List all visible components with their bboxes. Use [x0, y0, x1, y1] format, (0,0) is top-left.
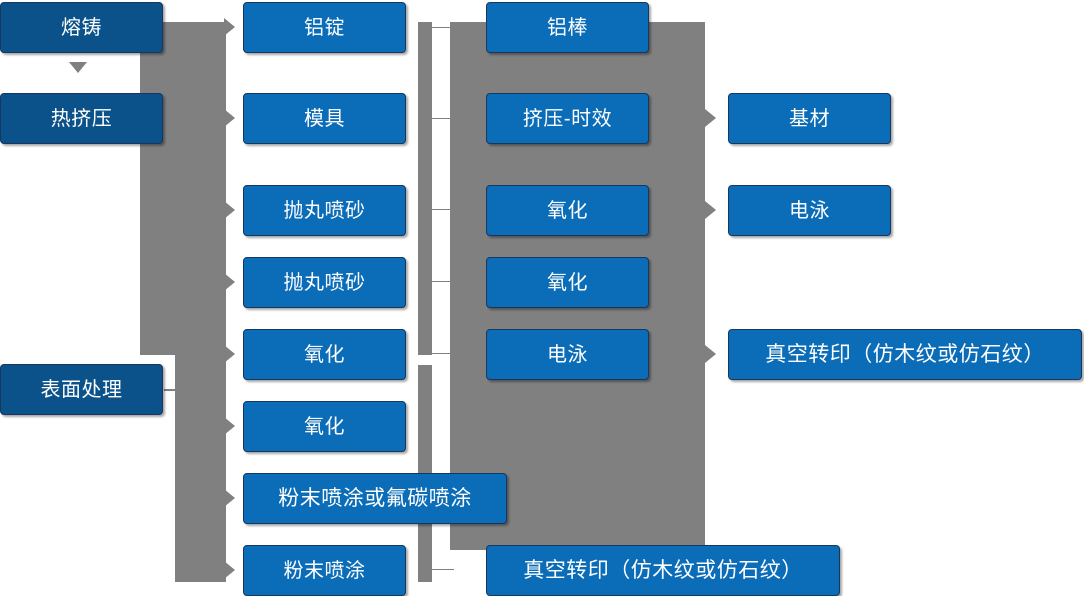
input-box-oxidation-1[interactable]: 氧化: [243, 329, 406, 380]
input-box-oxidation-2[interactable]: 氧化: [243, 401, 406, 452]
output-box-vacuum-transfer-print[interactable]: 真空转印（仿木纹或仿石纹）: [728, 329, 1082, 380]
stage-box-hot-extrusion[interactable]: 热挤压: [0, 93, 163, 144]
input-box-powder-coating[interactable]: 粉末喷涂: [243, 545, 406, 596]
arrow-to-oxidation-input-1: [224, 345, 235, 363]
tick-bar-5: [432, 353, 454, 354]
output-box-base-material[interactable]: 基材: [728, 93, 891, 144]
stage-box-surface-treatment[interactable]: 表面处理: [0, 364, 163, 415]
input-label-oxidation-1: 氧化: [304, 343, 345, 366]
input-label-aluminium-ingot: 铝锭: [304, 16, 345, 39]
process-label-vacuum-transfer-print: 真空转印（仿木纹或仿石纹）: [523, 558, 803, 582]
connector-stage-trunk-upper: [140, 22, 226, 355]
output-label-electrophoresis: 电泳: [789, 199, 830, 222]
arrow-to-base-material: [705, 109, 716, 127]
tick-bar-1: [432, 27, 454, 28]
stage-label-surface-treatment: 表面处理: [40, 378, 123, 401]
input-box-mould[interactable]: 模具: [243, 93, 406, 144]
process-box-electrophoresis[interactable]: 电泳: [486, 329, 649, 380]
process-box-aluminium-bar[interactable]: 铝棒: [486, 2, 649, 53]
stage-label-melting-casting: 熔铸: [61, 16, 102, 39]
arrow-to-output-vacuum-transfer: [705, 345, 716, 363]
connector-input-bar-upper: [418, 22, 432, 355]
output-label-vacuum-transfer-print: 真空转印（仿木纹或仿石纹）: [765, 342, 1045, 366]
tick-bar-2: [432, 118, 454, 119]
process-box-oxidation-1[interactable]: 氧化: [486, 185, 649, 236]
stage-label-hot-extrusion: 热挤压: [50, 107, 113, 130]
input-label-powder-or-fluorocarbon-coating: 粉末喷涂或氟碳喷涂: [278, 486, 472, 510]
input-label-shot-blasting-1: 抛丸喷砂: [283, 199, 366, 222]
process-box-vacuum-transfer-print[interactable]: 真空转印（仿木纹或仿石纹）: [486, 545, 840, 596]
process-box-oxidation-2[interactable]: 氧化: [486, 257, 649, 308]
process-box-extrusion-aging[interactable]: 挤压-时效: [486, 93, 649, 144]
process-label-oxidation-1: 氧化: [547, 199, 588, 222]
input-label-powder-coating: 粉末喷涂: [283, 559, 366, 582]
input-box-aluminium-ingot[interactable]: 铝锭: [243, 2, 406, 53]
process-label-aluminium-bar: 铝棒: [547, 16, 588, 39]
process-label-oxidation-2: 氧化: [547, 271, 588, 294]
stage-box-melting-casting[interactable]: 熔铸: [0, 2, 163, 53]
input-label-shot-blasting-2: 抛丸喷砂: [283, 271, 366, 294]
input-box-powder-or-fluorocarbon-coating[interactable]: 粉末喷涂或氟碳喷涂: [243, 473, 507, 524]
arrow-to-output-electrophoresis: [705, 201, 716, 219]
input-label-oxidation-2: 氧化: [304, 415, 345, 438]
arrow-to-aluminium-ingot: [224, 18, 235, 36]
tick-bar-4: [432, 281, 454, 282]
process-label-electrophoresis: 电泳: [547, 343, 588, 366]
arrow-to-mould: [224, 109, 235, 127]
connector-stage-trunk-lower: [175, 355, 226, 582]
arrow-to-powder-or-fluorocarbon: [224, 489, 235, 507]
connector-surface-treatment-link: [164, 389, 188, 391]
tick-bar-6: [432, 569, 454, 570]
arrow-to-shot-blasting-1: [224, 201, 235, 219]
process-label-extrusion-aging: 挤压-时效: [522, 107, 613, 130]
arrow-to-powder-coating: [224, 561, 235, 579]
arrow-to-shot-blasting-2: [224, 273, 235, 291]
input-box-shot-blasting-2[interactable]: 抛丸喷砂: [243, 257, 406, 308]
output-box-electrophoresis[interactable]: 电泳: [728, 185, 891, 236]
input-label-mould: 模具: [304, 107, 345, 130]
input-box-shot-blasting-1[interactable]: 抛丸喷砂: [243, 185, 406, 236]
tick-bar-3: [432, 209, 454, 210]
arrow-to-oxidation-input-2: [224, 417, 235, 435]
connector-stage-down-arrow: [69, 62, 87, 73]
output-label-base-material: 基材: [789, 107, 830, 130]
